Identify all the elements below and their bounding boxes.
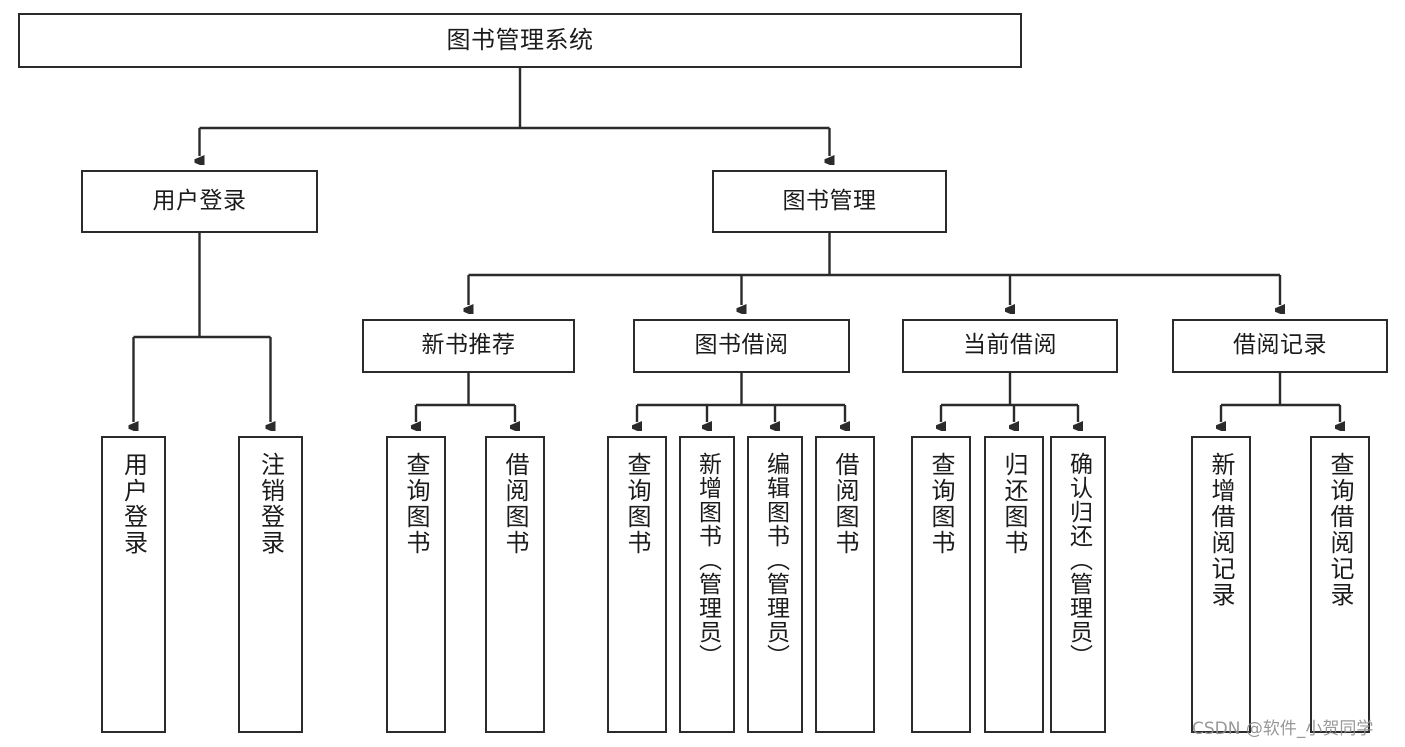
node-label: 图书管理 [782,187,877,214]
watermark: CSDN @软件_小贺同学 [1192,719,1374,739]
node-leaf-logout[interactable]: 注销登录 [238,436,303,733]
node-record[interactable]: 借阅记录 [1172,319,1388,373]
node-current[interactable]: 当前借阅 [902,319,1118,373]
node-leaf-edit-book[interactable]: 编辑图书（管理员） [747,436,803,733]
node-root[interactable]: 图书管理系统 [18,13,1022,68]
node-label: 图书借阅 [694,332,789,359]
node-leaf-borrow-book-2[interactable]: 借阅图书 [815,436,875,733]
node-label: 新增借阅记录 [1207,452,1235,608]
node-label: 查询图书 [927,452,955,556]
node-label: 图书管理系统 [446,26,594,55]
node-label: 确认归还（管理员） [1065,452,1092,668]
node-label: 归还图书 [1000,452,1028,556]
node-leaf-add-record[interactable]: 新增借阅记录 [1191,436,1251,733]
node-login[interactable]: 用户登录 [81,170,318,233]
node-borrow[interactable]: 图书借阅 [633,319,850,373]
node-label: 新增图书（管理员） [694,452,721,668]
node-label: 用户登录 [119,452,148,556]
node-leaf-query-book-1[interactable]: 查询图书 [386,436,446,733]
node-leaf-query-book-3[interactable]: 查询图书 [911,436,971,733]
node-leaf-user-login[interactable]: 用户登录 [101,436,166,733]
node-label: 借阅图书 [501,452,529,556]
node-leaf-confirm-return[interactable]: 确认归还（管理员） [1050,436,1106,733]
node-leaf-query-book-2[interactable]: 查询图书 [607,436,667,733]
node-label: 查询图书 [623,452,651,556]
node-bookmgmt[interactable]: 图书管理 [712,170,947,233]
node-label: 编辑图书（管理员） [762,452,789,668]
node-label: 注销登录 [256,452,285,556]
node-label: 借阅图书 [831,452,859,556]
node-label: 新书推荐 [421,332,516,359]
node-label: 借阅记录 [1233,332,1327,359]
node-newbook[interactable]: 新书推荐 [362,319,575,373]
node-leaf-return-book[interactable]: 归还图书 [984,436,1044,733]
node-leaf-borrow-book-1[interactable]: 借阅图书 [485,436,545,733]
node-label: 查询图书 [402,452,430,556]
node-leaf-query-record[interactable]: 查询借阅记录 [1310,436,1370,733]
node-label: 用户登录 [152,187,247,214]
node-label: 查询借阅记录 [1326,452,1354,608]
node-leaf-add-book[interactable]: 新增图书（管理员） [679,436,735,733]
node-label: 当前借阅 [963,332,1057,359]
